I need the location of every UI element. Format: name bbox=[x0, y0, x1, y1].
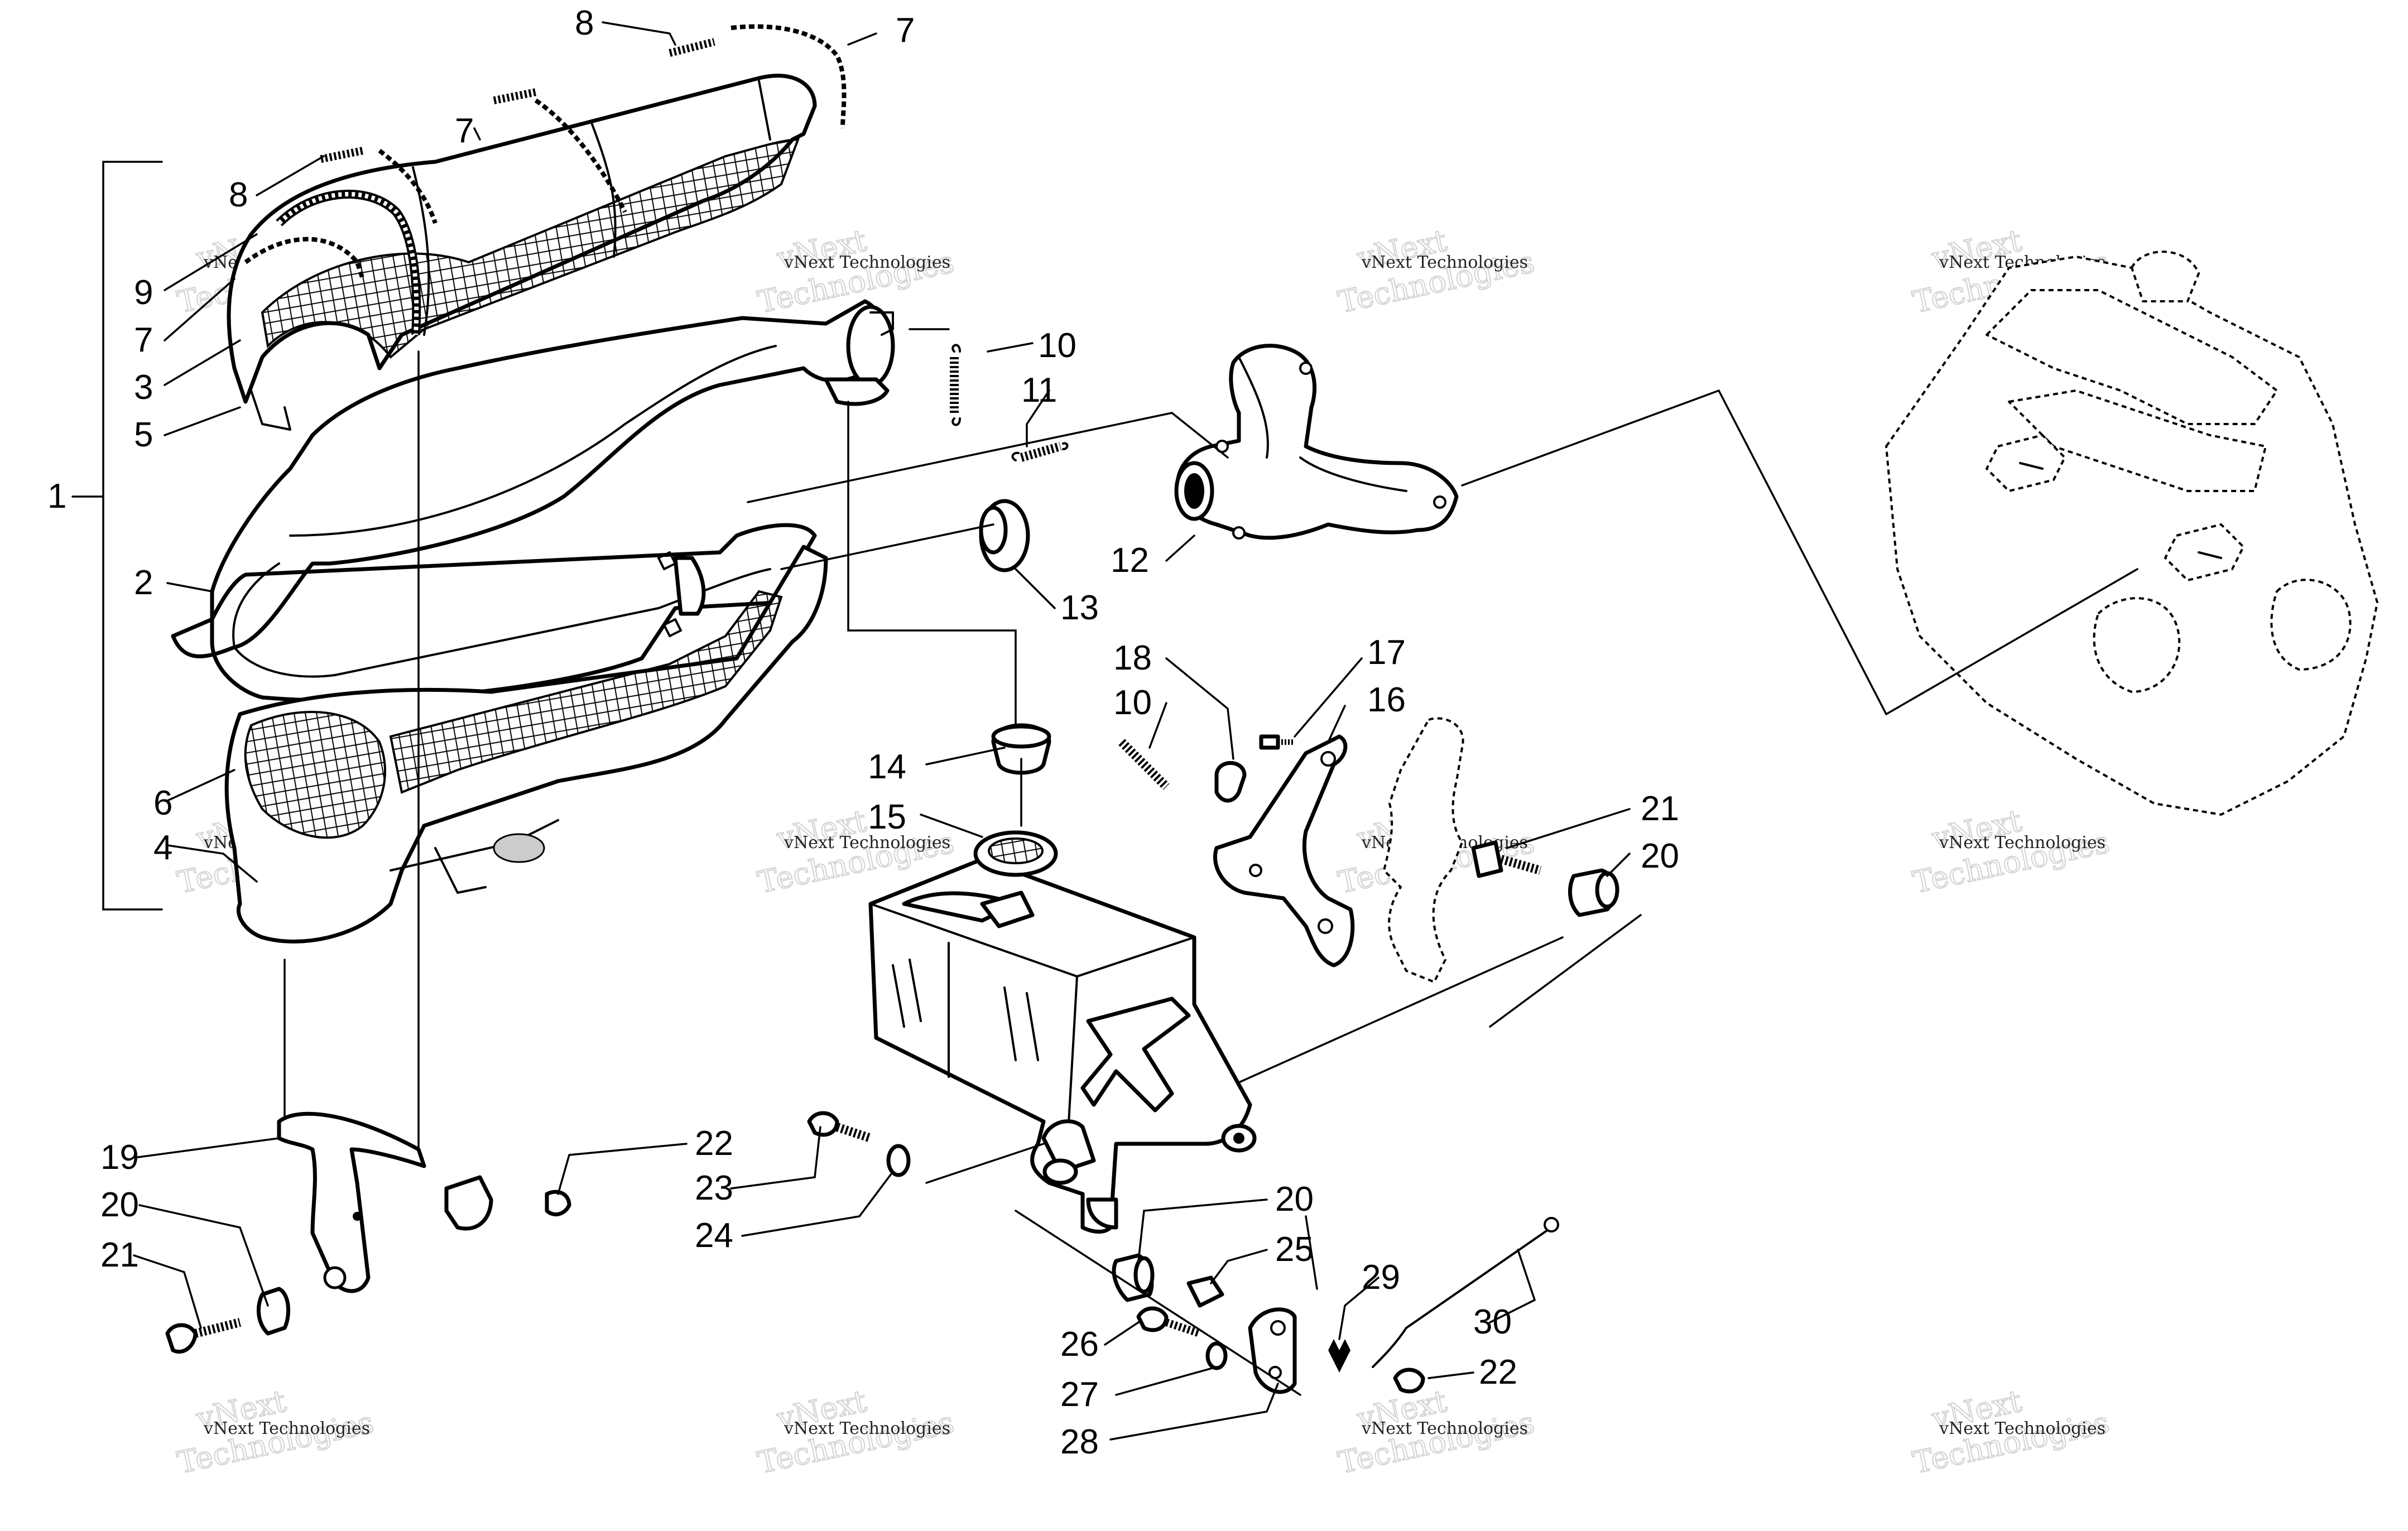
watermark-text: vNext Technologies bbox=[784, 833, 950, 853]
callout-2: 2 bbox=[134, 564, 153, 602]
callout-23: 23 bbox=[695, 1169, 733, 1207]
watermark-text: vNext Technologies bbox=[1939, 1419, 2106, 1438]
callout-labels: 8 7 7 8 9 7 3 5 1 2 6 4 10 11 12 13 14 1… bbox=[47, 4, 1679, 1461]
callout-16: 16 bbox=[1367, 681, 1406, 719]
callout-5: 5 bbox=[134, 416, 153, 454]
callout-21: 21 bbox=[1641, 789, 1679, 828]
callout-10: 10 bbox=[1113, 683, 1152, 722]
callout-8: 8 bbox=[229, 176, 248, 214]
callout-26: 26 bbox=[1060, 1325, 1099, 1364]
expansion-chamber bbox=[171, 299, 895, 702]
leader-lines bbox=[133, 21, 2138, 1441]
callout-28: 28 bbox=[1060, 1423, 1099, 1461]
callout-10: 10 bbox=[1038, 326, 1076, 365]
muffler bbox=[868, 830, 1257, 1234]
callout-20: 20 bbox=[100, 1186, 139, 1224]
lower-spring bbox=[1118, 739, 1170, 790]
callout-13: 13 bbox=[1060, 589, 1099, 627]
callout-1: 1 bbox=[47, 477, 66, 516]
callout-25: 25 bbox=[1275, 1230, 1314, 1269]
rubber-cap-and-screw bbox=[1214, 734, 1295, 803]
callout-7: 7 bbox=[134, 321, 153, 359]
exhaust-springs bbox=[950, 344, 1069, 462]
right-mount-hardware bbox=[1471, 840, 1619, 917]
callout-21: 21 bbox=[100, 1236, 139, 1274]
engine-ghost-outline bbox=[1885, 251, 2378, 816]
callout-12: 12 bbox=[1111, 541, 1149, 580]
watermark-text: vNext Technologies bbox=[203, 1419, 370, 1438]
callout-4: 4 bbox=[153, 829, 172, 867]
callout-7: 7 bbox=[455, 112, 474, 150]
callout-11: 11 bbox=[1021, 371, 1057, 410]
callout-20: 20 bbox=[1275, 1180, 1314, 1219]
watermark-text: vNext Technologies bbox=[1361, 1419, 1528, 1438]
watermark-text: vNext Technologies bbox=[1939, 833, 2106, 853]
exhaust-manifold bbox=[1174, 344, 1459, 540]
callout-6: 6 bbox=[153, 784, 172, 822]
callout-22: 22 bbox=[695, 1124, 733, 1163]
lower-mount-hardware bbox=[1112, 1217, 1559, 1394]
watermark-text: vNext Technologies bbox=[784, 253, 950, 272]
callout-22: 22 bbox=[1479, 1353, 1517, 1392]
callout-17: 17 bbox=[1367, 633, 1406, 672]
callout-14: 14 bbox=[868, 748, 906, 786]
callout-29: 29 bbox=[1362, 1258, 1400, 1297]
assembly-bracket bbox=[71, 161, 163, 911]
muffler-bracket bbox=[1213, 734, 1355, 967]
watermark-text: vNext Technologies bbox=[784, 1419, 950, 1438]
callout-24: 24 bbox=[695, 1216, 733, 1255]
muffler-bolt-set bbox=[807, 1111, 911, 1177]
callout-8: 8 bbox=[575, 4, 594, 42]
callout-30: 30 bbox=[1473, 1303, 1512, 1341]
left-hanger-assembly bbox=[165, 1111, 571, 1354]
callout-27: 27 bbox=[1060, 1375, 1099, 1414]
lower-heat-shield bbox=[224, 545, 828, 943]
watermark-text: vNext Technologies bbox=[1361, 253, 1528, 272]
frame-rail-outline bbox=[1383, 717, 1464, 983]
grommet bbox=[991, 723, 1051, 775]
upper-heat-shield bbox=[227, 74, 817, 431]
callout-3: 3 bbox=[134, 368, 153, 407]
callout-20: 20 bbox=[1641, 837, 1679, 875]
callout-18: 18 bbox=[1113, 639, 1152, 677]
callout-19: 19 bbox=[100, 1138, 139, 1177]
callout-15: 15 bbox=[868, 798, 906, 836]
callout-9: 9 bbox=[134, 273, 153, 312]
heat-shield-wire-set bbox=[244, 24, 847, 335]
callout-7: 7 bbox=[896, 11, 915, 50]
manifold-seal-ring bbox=[979, 499, 1030, 572]
